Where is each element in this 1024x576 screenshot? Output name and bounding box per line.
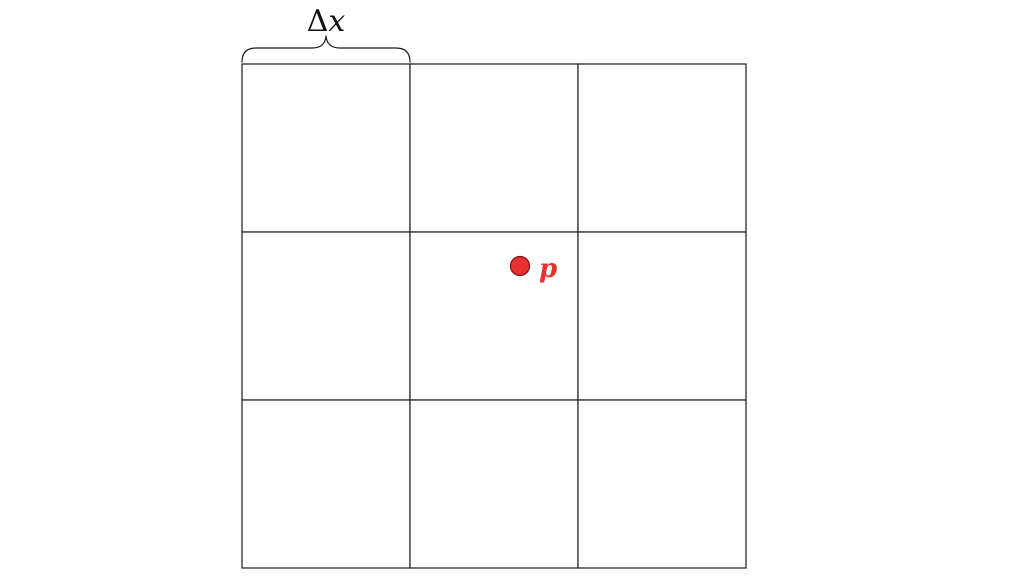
grid-cell-r3-c2 [409, 399, 579, 569]
point-marker [509, 255, 531, 277]
grid-cell-r2-c3 [577, 231, 747, 401]
grid-cell-r1-c2 [409, 63, 579, 233]
grid-cells [241, 63, 747, 569]
spacing-label: Δx [307, 4, 346, 39]
grid-cell-r1-c1 [241, 63, 411, 233]
spacing-brace [241, 35, 411, 63]
grid-cell-r1-c3 [577, 63, 747, 233]
grid-cell-r2-c1 [241, 231, 411, 401]
grid-cell-r2-c2 [409, 231, 579, 401]
grid-cell-r3-c1 [241, 399, 411, 569]
grid-cell-r3-c3 [577, 399, 747, 569]
delta-symbol: Δ [307, 4, 329, 39]
spacing-variable: x [328, 4, 345, 39]
point-label: p [539, 254, 557, 284]
